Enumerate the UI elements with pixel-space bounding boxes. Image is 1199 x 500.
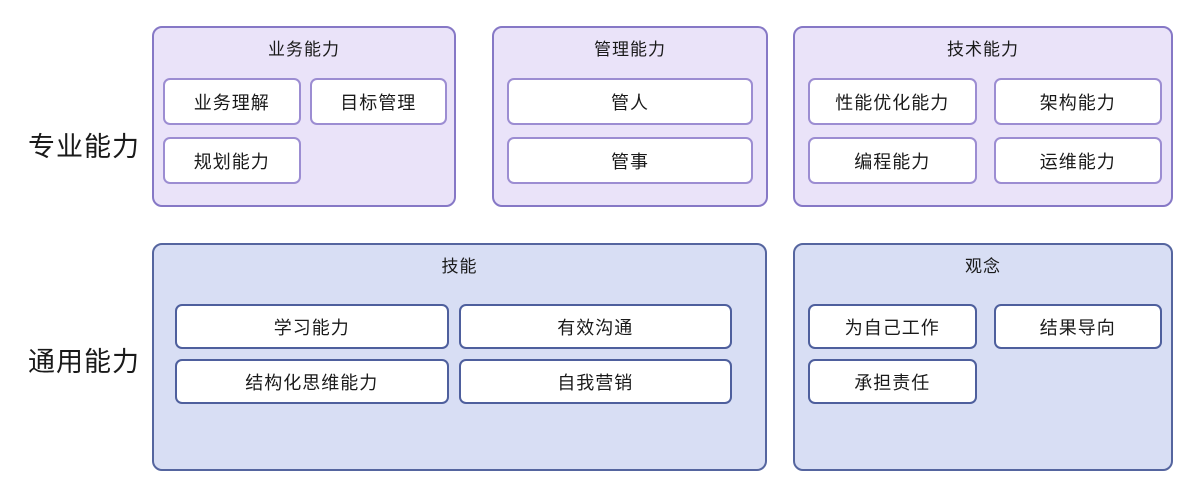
row-label-professional: 专业能力 (28, 132, 140, 162)
item-manage-people: 管人 (507, 78, 753, 125)
item-learning-ability: 学习能力 (175, 304, 449, 349)
item-work-for-yourself: 为自己工作 (808, 304, 977, 349)
technical-items: 性能优化能力 架构能力 编程能力 运维能力 (795, 78, 1171, 184)
business-items: 业务理解 目标管理 规划能力 (154, 78, 454, 184)
group-skills: 技能 学习能力 有效沟通 结构化思维能力 自我营销 (152, 243, 767, 471)
item-planning-ability: 规划能力 (163, 137, 301, 184)
management-items: 管人 管事 (494, 78, 766, 184)
group-technical-capability: 技术能力 性能优化能力 架构能力 编程能力 运维能力 (793, 26, 1173, 207)
group-management-capability: 管理能力 管人 管事 (492, 26, 768, 207)
item-business-understanding: 业务理解 (163, 78, 301, 125)
item-take-responsibility: 承担责任 (808, 359, 977, 404)
item-self-marketing: 自我营销 (458, 359, 732, 404)
group-title-technical: 技术能力 (947, 40, 1019, 59)
item-performance-optimization: 性能优化能力 (808, 78, 977, 125)
item-result-oriented: 结果导向 (993, 304, 1162, 349)
item-programming-ability: 编程能力 (808, 137, 977, 184)
group-title-skills: 技能 (441, 257, 478, 276)
group-title-management: 管理能力 (594, 40, 666, 59)
group-title-business: 业务能力 (268, 40, 340, 59)
item-operations-ability: 运维能力 (993, 137, 1162, 184)
skills-items: 学习能力 有效沟通 结构化思维能力 自我营销 (154, 304, 765, 404)
row-label-general: 通用能力 (28, 347, 140, 377)
item-goal-management: 目标管理 (309, 78, 447, 125)
item-architecture-ability: 架构能力 (993, 78, 1162, 125)
item-effective-communication: 有效沟通 (458, 304, 732, 349)
group-mindset: 观念 为自己工作 结果导向 承担责任 (793, 243, 1173, 471)
group-title-mindset: 观念 (965, 257, 1001, 276)
item-manage-tasks: 管事 (507, 137, 753, 184)
mindset-items: 为自己工作 结果导向 承担责任 (795, 304, 1171, 404)
group-business-capability: 业务能力 业务理解 目标管理 规划能力 (152, 26, 456, 207)
item-structured-thinking: 结构化思维能力 (175, 359, 449, 404)
